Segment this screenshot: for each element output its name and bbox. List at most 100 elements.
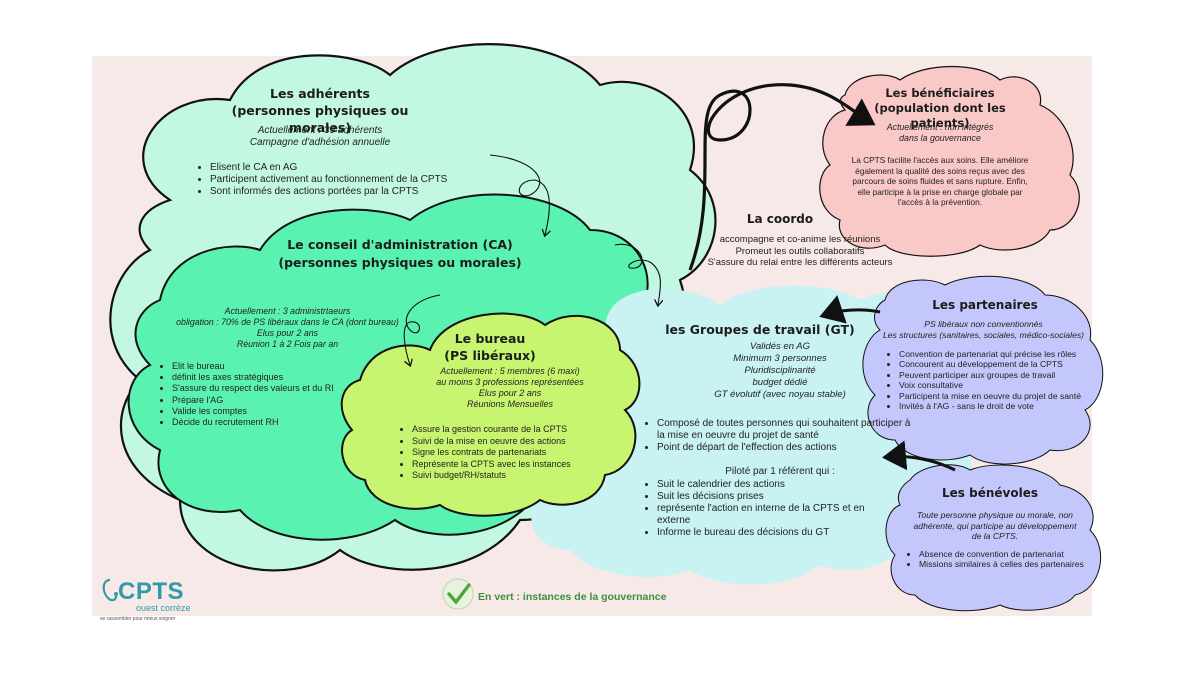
coordo-title: La coordo: [746, 212, 814, 226]
beneficiaires-info-line1: Actuellement : non intégrés: [886, 122, 994, 132]
list-item: Suit le calendrier des actions: [657, 479, 892, 491]
coordo-text: accompagne et co-anime les réunions Prom…: [680, 234, 920, 269]
list-item: Suit les décisions prises: [657, 491, 892, 503]
list-item: Informe le bureau des décisions du GT: [657, 527, 892, 539]
bureau-info: Actuellement : 5 membres (6 maxi) au moi…: [420, 366, 600, 410]
adherents-info: Actuellement : 39 adhérents Campagne d'a…: [220, 125, 420, 149]
list-item: Décide du recrutement RH: [172, 417, 372, 428]
list-item: Suivi budget/RH/statuts: [412, 470, 622, 482]
beneficiaires-description: La CPTS facilite l'accès aux soins. Elle…: [851, 155, 1029, 207]
beneficiaires-info: Actuellement : non intégrés dans la gouv…: [870, 122, 1010, 144]
cpts-stethoscope-icon: [102, 578, 118, 602]
logo-sub: ouest corrèze: [136, 603, 191, 613]
ca-title-line2: (personnes physiques ou morales): [278, 255, 522, 270]
partenaires-info: PS libéraux non conventionnés Les struct…: [876, 319, 1091, 340]
adherents-info-line1: Actuellement : 39 adhérents: [257, 125, 383, 136]
ca-list: Elit le bureau définit les axes stratégi…: [158, 361, 372, 428]
arrow-benevoles-to-gt: [882, 440, 956, 472]
list-item: Participent activement au fonctionnement…: [210, 174, 510, 186]
list-item: Signe les contrats de partenariats: [412, 447, 622, 459]
gt-info-line1: Validés en AG: [749, 341, 811, 352]
beneficiaires-title-line2: (population dont les patients): [874, 101, 1006, 130]
coordo-line3: S'assure du relai entre les différents a…: [707, 257, 893, 268]
gt-title: les Groupes de travail (GT): [665, 322, 855, 337]
bureau-info-line3: Elus pour 2 ans: [478, 388, 542, 398]
list-item: Absence de convention de partenariat: [919, 549, 1104, 559]
gt-info-line5: GT évolutif (avec noyau stable): [714, 389, 846, 400]
list-item: Assure la gestion courante de la CPTS: [412, 424, 622, 436]
list-item: Point de départ de l'effection des actio…: [657, 442, 919, 454]
list-item: Concourent au développement de la CPTS: [899, 359, 1109, 369]
list-item: Missions similaires à celles des partena…: [919, 559, 1104, 569]
list-item: Suivi de la mise en oeuvre des actions: [412, 436, 622, 448]
ca-info-line2: obligation : 70% de PS libéraux dans le …: [176, 317, 399, 327]
adherents-title-line2: (personnes physiques ou morales): [231, 103, 409, 135]
list-item: Sont informés des actions portées par la…: [210, 186, 510, 198]
adherents-info-line2: Campagne d'adhésion annuelle: [249, 137, 391, 148]
curl-arrow-to-beneficiaires: [688, 83, 876, 271]
list-item: S'assure du respect des valeurs et du RI: [172, 383, 372, 394]
partenaires-list: Convention de partenariat qui précise le…: [885, 349, 1109, 411]
partenaires-info-line1: PS libéraux non conventionnés: [924, 319, 1043, 329]
gt-info: Validés en AG Minimum 3 personnes Plurid…: [690, 341, 870, 401]
list-item: Participent la mise en oeuvre du projet …: [899, 391, 1109, 401]
green-check-stamp-icon: [442, 578, 474, 610]
list-item: Convention de partenariat qui précise le…: [899, 349, 1109, 359]
bureau-info-line4: Réunions Mensuelles: [466, 399, 554, 409]
ca-info-line4: Réunion 1 à 2 Fois par an: [236, 339, 339, 349]
beneficiaires-info-line2: dans la gouvernance: [899, 133, 981, 143]
adherents-title: Les adhérents (personnes physiques ou mo…: [200, 85, 440, 136]
list-item: Composé de toutes personnes qui souhaite…: [657, 418, 919, 442]
bureau-info-line1: Actuellement : 5 membres (6 maxi): [440, 366, 580, 376]
arrow-partenaires-to-gt: [819, 295, 881, 324]
bureau-title: Le bureau (PS libéraux): [420, 330, 560, 364]
ca-info: Actuellement : 3 administrtaeurs obligat…: [160, 306, 415, 350]
list-item: Valide les comptes: [172, 406, 372, 417]
benevoles-cloud: [885, 464, 1102, 612]
beneficiaires-cloud: [819, 66, 1080, 257]
coordo-line1: accompagne et co-anime les réunions: [719, 234, 881, 245]
list-item: Prépare l'AG: [172, 395, 372, 406]
list-item: Voix consultative: [899, 380, 1109, 390]
list-item: Peuvent participer aux groupes de travai…: [899, 370, 1109, 380]
cpts-logo: CPTS ouest corrèze se rassembler pour mi…: [100, 578, 200, 623]
bureau-list: Assure la gestion courante de la CPTS Su…: [398, 424, 622, 482]
gt-pilot-intro: Piloté par 1 référent qui :: [725, 466, 835, 477]
bureau-title-line2: (PS libéraux): [444, 348, 536, 363]
curl-arrow-ca-to-bureau: [403, 294, 441, 365]
beneficiaires-title: Les bénéficiaires (population dont les p…: [845, 86, 1035, 131]
partenaires-info-line2: Les structures (sanitaires, sociales, mé…: [882, 329, 1085, 340]
list-item: Elit le bureau: [172, 361, 372, 372]
partenaires-cloud: [862, 275, 1104, 465]
legend-text: En vert : instances de la gouvernance: [478, 591, 667, 603]
coordo-line2: Promeut les outils collaboratifs: [735, 245, 865, 257]
gt-info-line2: Minimum 3 personnes: [733, 353, 827, 364]
gt-info-line4: budget dédié: [752, 377, 808, 388]
list-item: Invités à l'AG - sans le droit de vote: [899, 401, 1109, 411]
benevoles-list: Absence de convention de partenariat Mis…: [905, 549, 1104, 570]
gt-info-line3: Pluridisciplinarité: [744, 365, 816, 376]
partenaires-title: Les partenaires: [932, 298, 1038, 312]
ca-info-line1: Actuellement : 3 administrtaeurs: [224, 306, 351, 316]
ca-title-line1: Le conseil d'administration (CA): [287, 237, 513, 252]
list-item: représente l'action en interne de la CPT…: [657, 503, 892, 527]
list-item: Elisent le CA en AG: [210, 162, 510, 174]
gt-list: Composé de toutes personnes qui souhaite…: [643, 418, 919, 454]
benevoles-title: Les bénévoles: [942, 486, 1038, 500]
logo-tagline: se rassembler pour mieux soigner: [100, 616, 176, 622]
bureau-info-line2: au moins 3 professions représentées: [436, 377, 584, 387]
logo-word: CPTS: [118, 578, 185, 605]
bureau-title-line1: Le bureau: [454, 331, 526, 346]
list-item: Représente la CPTS avec les instances: [412, 459, 622, 471]
curl-arrow-ca-to-gt: [614, 243, 660, 305]
adherents-list: Elisent le CA en AG Participent activeme…: [196, 162, 510, 197]
bureau-cloud: [340, 312, 641, 517]
gt-pilot-list: Suit le calendrier des actions Suit les …: [643, 479, 892, 539]
ca-title: Le conseil d'administration (CA) (person…: [260, 236, 540, 272]
adherents-title-line1: Les adhérents: [270, 86, 370, 101]
legend: En vert : instances de la gouvernance: [440, 575, 700, 611]
curl-arrow-adherents-to-ca: [489, 154, 549, 235]
list-item: définit les axes stratégiques: [172, 372, 372, 383]
benevoles-info: Toute personne physique ou morale, non a…: [913, 510, 1077, 541]
